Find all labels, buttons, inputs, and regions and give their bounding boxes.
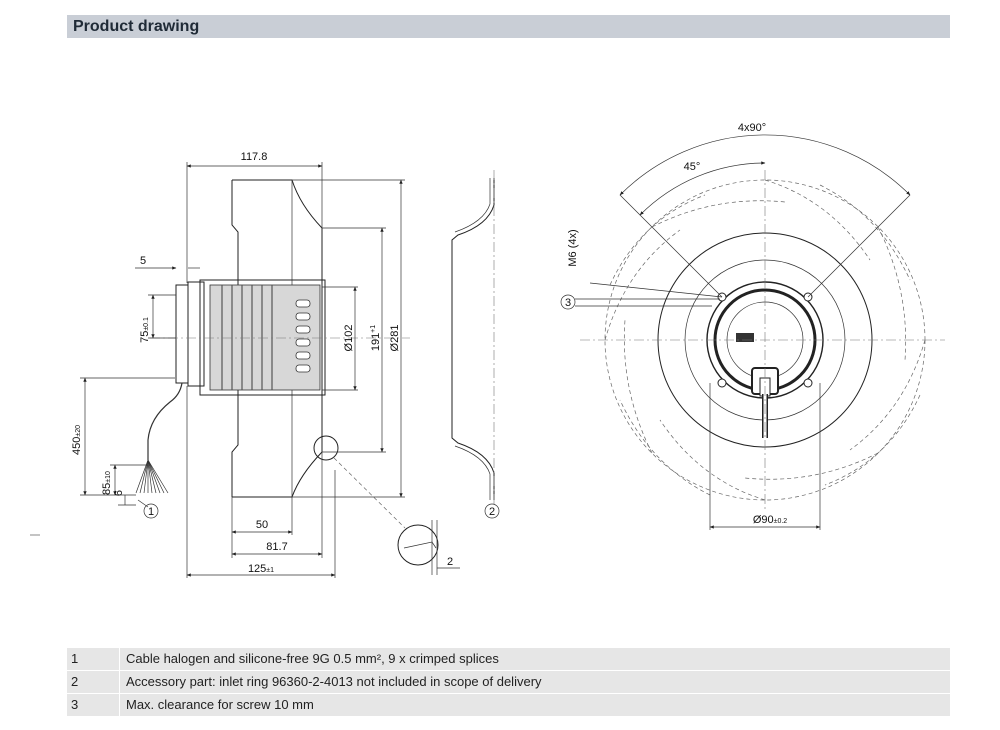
dim-dia102: Ø102	[343, 325, 355, 352]
note-text: Cable halogen and silicone-free 9G 0.5 m…	[119, 648, 950, 670]
dim-85: 85±10	[101, 471, 113, 495]
side-view: 117.8 5 75±0.1 450±20 85±10 6 1 50	[71, 151, 460, 578]
callout-1	[143, 503, 159, 519]
section-title: Product drawing	[73, 18, 200, 35]
arc-45	[639, 161, 766, 216]
motor-flange	[175, 284, 189, 384]
rotor-fins	[221, 285, 273, 390]
note-text: Accessory part: inlet ring 96360-2-4013 …	[119, 671, 950, 693]
motor-housing	[199, 279, 326, 396]
dim-450: 450±20	[71, 425, 83, 455]
dim-75: 75±0.1	[139, 317, 151, 343]
dim-dia281: Ø281	[389, 325, 401, 352]
detail-leader	[333, 457, 406, 529]
angle-4x90: 4x90°	[738, 122, 766, 134]
note-row: 3 Max. clearance for screw 10 mm	[67, 694, 950, 716]
cooling-slots	[295, 299, 311, 373]
dim-dia90: Ø90±0.2	[753, 514, 787, 526]
dim-81-7: 81.7	[266, 541, 287, 553]
dim-125: 125±1	[248, 563, 274, 575]
thread-m6: M6 (4x)	[567, 229, 579, 266]
inlet-ring: 2	[451, 170, 500, 519]
front-view: 4x90° 45° M6 (4x) 3 Ø90±0.2	[560, 122, 945, 530]
arc-4x90	[619, 134, 911, 196]
terminal-box	[187, 281, 205, 387]
dim-191: 191+1	[370, 325, 382, 351]
note-row: 1 Cable halogen and silicone-free 9G 0.5…	[67, 648, 950, 670]
note-number: 2	[71, 674, 79, 689]
impeller-blade-outline	[232, 179, 323, 498]
logo-mark	[736, 333, 754, 342]
section-header: Product drawing	[67, 15, 950, 38]
callout-3	[560, 294, 576, 310]
dim-2: 2	[447, 556, 453, 568]
note-text: Max. clearance for screw 10 mm	[119, 694, 950, 716]
angle-45: 45°	[684, 161, 701, 173]
detail-circle	[313, 435, 339, 461]
dim-5: 5	[140, 255, 146, 267]
cable-leads	[135, 459, 169, 494]
note-number: 1	[71, 651, 79, 666]
dim-50: 50	[256, 519, 268, 531]
svg-text:2: 2	[489, 506, 495, 518]
note-row: 2 Accessory part: inlet ring 96360-2-401…	[67, 671, 950, 693]
svg-text:1: 1	[148, 506, 154, 518]
svg-text:3: 3	[565, 297, 571, 309]
dim-6: 6	[113, 490, 125, 496]
product-drawing: 117.8 5 75±0.1 450±20 85±10 6 1 50	[30, 122, 945, 578]
notes-table: 1 Cable halogen and silicone-free 9G 0.5…	[67, 648, 950, 717]
detail-view	[397, 524, 439, 566]
callout-2	[484, 503, 500, 519]
dim-117-8: 117.8	[241, 151, 268, 163]
note-number: 3	[71, 697, 79, 712]
cable	[147, 382, 183, 460]
